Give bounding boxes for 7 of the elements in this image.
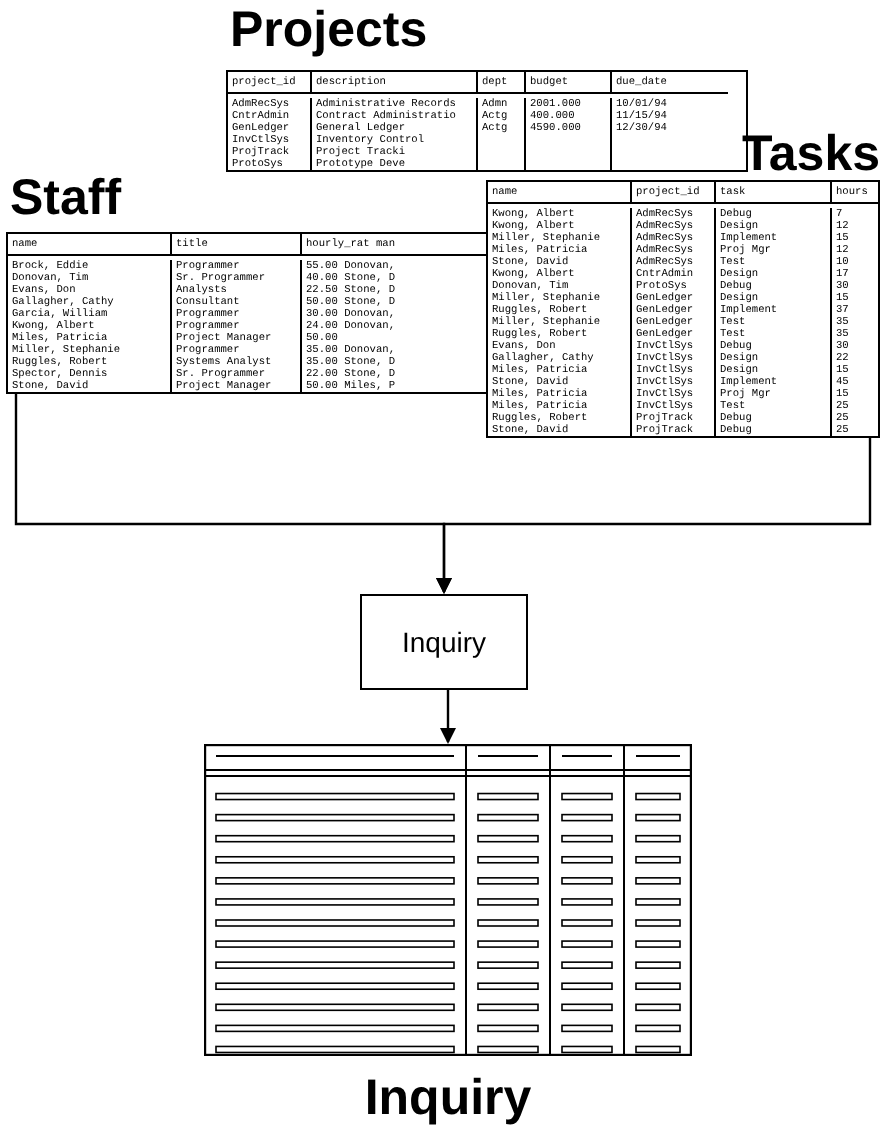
table-title: Projects	[230, 0, 428, 60]
process-box	[360, 594, 528, 690]
table-title: Staff	[10, 168, 122, 228]
arrow	[436, 438, 872, 594]
box-label: Inquiry	[401, 626, 487, 658]
arrow	[440, 690, 456, 744]
table-title: Inquiry	[362, 1068, 534, 1128]
